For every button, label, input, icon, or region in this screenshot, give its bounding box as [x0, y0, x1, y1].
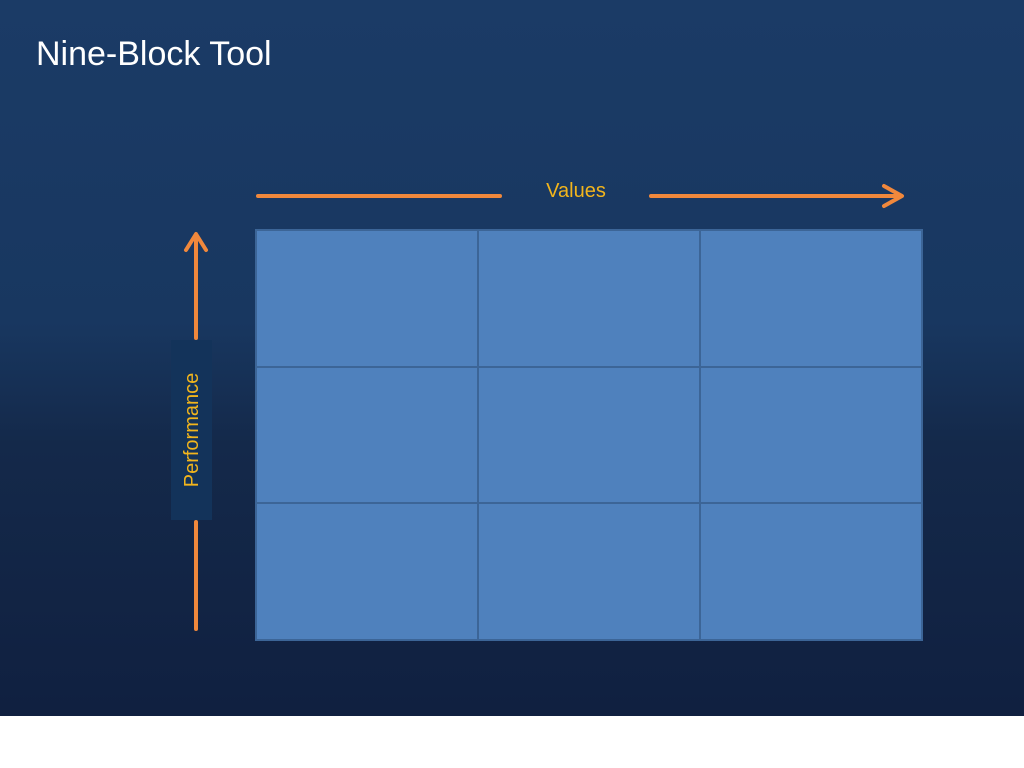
- grid-cell-row3-col3: [701, 504, 921, 639]
- axis-arrows: [184, 184, 904, 631]
- grid-cell-row1-col3: [701, 231, 921, 366]
- slide: Nine-Block Tool Values Performance: [0, 0, 1024, 716]
- grid-cell-row3-col1: [257, 504, 477, 639]
- slide-title: Nine-Block Tool: [36, 35, 272, 73]
- y-axis-label-box: Performance: [171, 340, 212, 520]
- grid-cell-row1-col2: [479, 231, 699, 366]
- y-axis-arrowhead: [184, 232, 208, 252]
- x-axis-arrowhead: [882, 184, 904, 208]
- grid-cell-row1-col1: [257, 231, 477, 366]
- grid-cell-row2-col3: [701, 367, 921, 503]
- grid-cell-row2-col1: [257, 367, 477, 503]
- y-axis-label: Performance: [180, 372, 203, 488]
- grid-cell-row3-col2: [479, 504, 699, 639]
- grid-cell-row2-col2: [479, 367, 699, 503]
- nine-block-grid: [255, 229, 923, 641]
- x-axis-label: Values: [546, 180, 606, 202]
